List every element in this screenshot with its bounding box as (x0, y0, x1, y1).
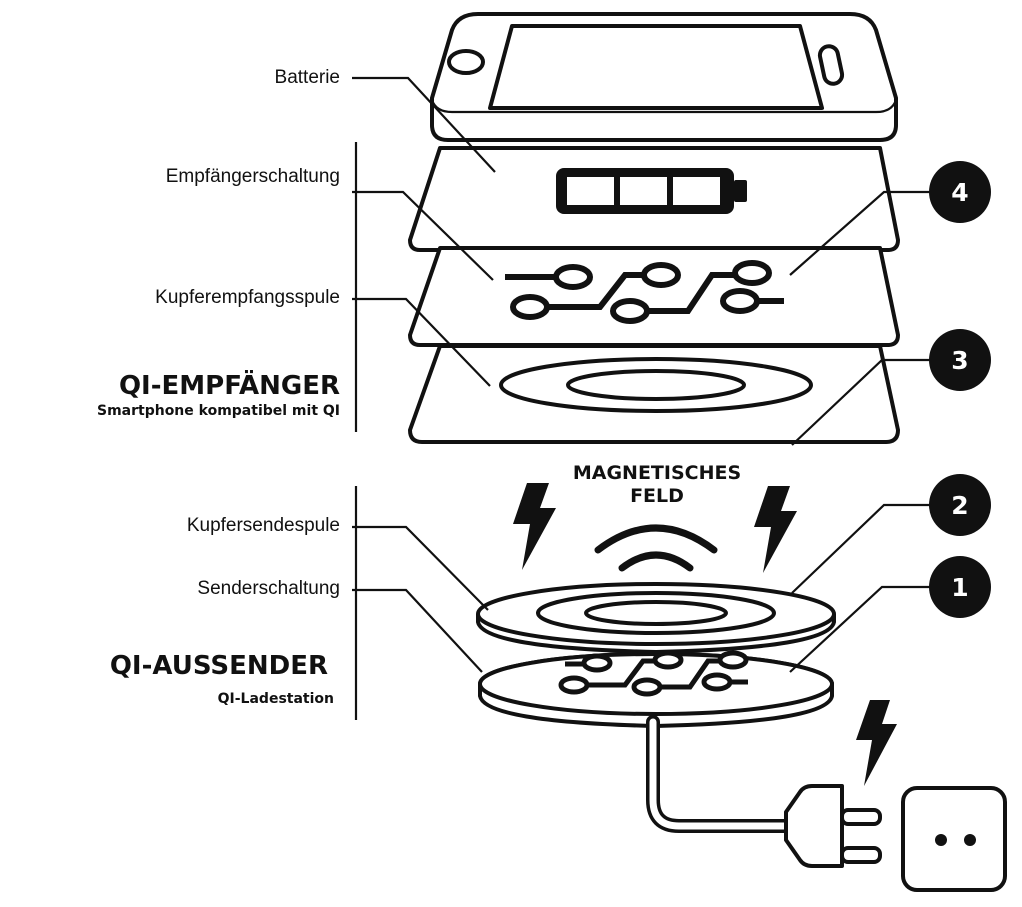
smartphone-icon (430, 12, 898, 142)
leader-kupferempfangsspule (352, 297, 491, 387)
label-batterie: Batterie (275, 67, 340, 88)
badge-2: 2 (791, 474, 991, 594)
leader-kupfersendespule (352, 525, 489, 611)
svg-text:4: 4 (951, 178, 968, 207)
receiver-subtitle: Smartphone kompatibel mit QI (97, 403, 340, 419)
label-senderschaltung: Senderschaltung (197, 578, 340, 599)
power-lightning-icon (856, 700, 897, 786)
circuit-icon (505, 260, 784, 324)
badge-1: 1 (789, 556, 991, 673)
label-kupfersendespule: Kupfersendespule (187, 515, 340, 536)
receiver-title: QI-EMPFÄNGER (119, 369, 340, 401)
transmitter-coil-disc (476, 582, 836, 655)
leader-empfaengerschaltung (352, 190, 494, 281)
label-kupferempfangsspule: Kupferempfangsspule (155, 287, 340, 308)
lightning-right-icon (754, 486, 797, 573)
leader-senderschaltung (352, 588, 483, 673)
magnetic-field-waves-icon (594, 524, 718, 572)
leader-batterie (352, 76, 496, 173)
transmitter-title: QI-AUSSENDER (110, 651, 328, 681)
transmitter-circuit-icon (558, 650, 749, 697)
svg-text:2: 2 (951, 491, 968, 520)
svg-text:1: 1 (951, 573, 968, 602)
badge-3: 3 (791, 329, 991, 446)
plug-icon (784, 784, 882, 868)
lightning-left-icon (513, 483, 556, 570)
receiver-circuit-layer (408, 246, 900, 347)
svg-text:3: 3 (951, 346, 968, 375)
field-label-line2: FELD (630, 485, 684, 507)
transmitter-circuit-disc (478, 650, 834, 729)
transmitter-subtitle: QI-Ladestation (218, 691, 334, 707)
receiver-coil-layer (408, 344, 900, 444)
badge-4: 4 (789, 161, 991, 276)
battery-layer (408, 146, 900, 252)
wall-socket-icon (901, 786, 1007, 892)
label-empfaengerschaltung: Empfängerschaltung (166, 166, 340, 187)
field-label-line1: MAGNETISCHES (573, 462, 741, 484)
power-cable (646, 715, 793, 833)
